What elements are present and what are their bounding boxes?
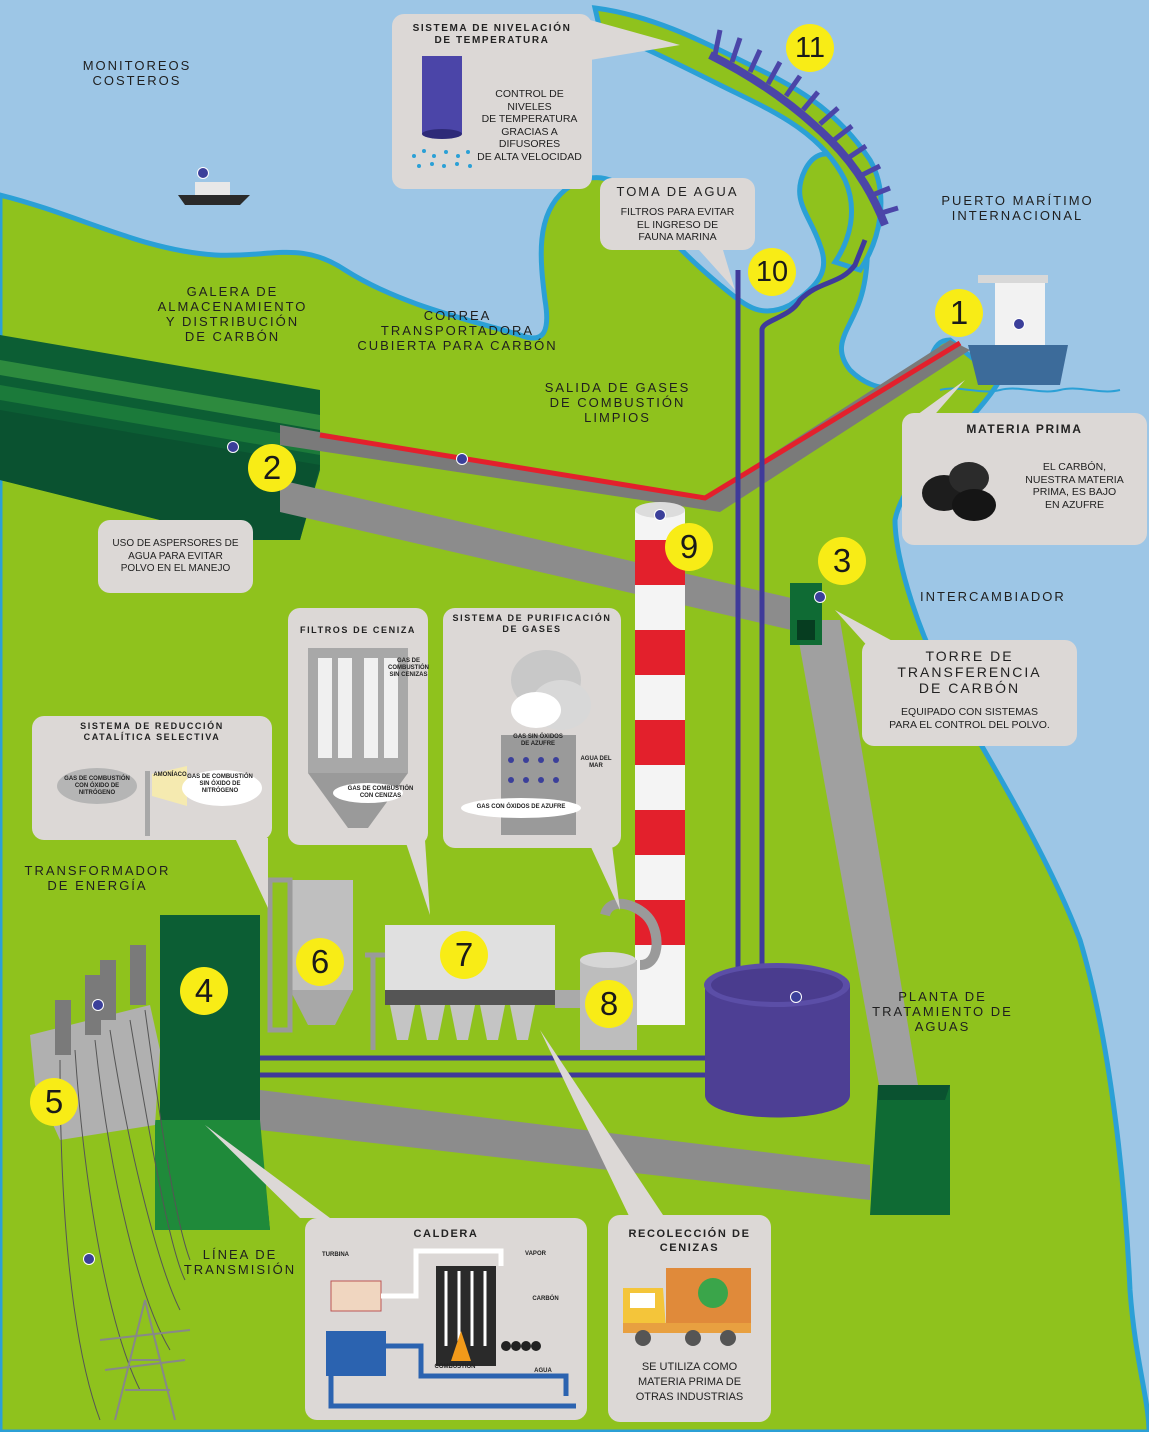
marker-correa (456, 453, 468, 465)
tower-shape (99, 1299, 191, 1421)
torre-title: TORRE DE TRANSFERENCIA DE CARBÓN (897, 648, 1042, 696)
torre-body: EQUIPADO CON SISTEMAS PARA EL CONTROL DE… (889, 706, 1050, 731)
marker-monitoreos (197, 167, 209, 179)
purificacion-label-c: GAS CON ÓXIDOS DE AZUFRE (476, 804, 566, 810)
boiler-building-shape (155, 915, 270, 1230)
step-5-badge: 5 (30, 1078, 78, 1126)
reduccion-label-c: GAS DE COMBUSTIÓN SIN ÓXIDO DE NITRÓGENO (187, 774, 253, 794)
step-1-badge: 1 (935, 289, 983, 337)
toma-body: FILTROS PARA EVITAR EL INGRESO DE FAUNA … (620, 206, 735, 243)
recoleccion-title: RECOLECCIÓN DE CENIZAS (628, 1228, 751, 1254)
caldera-turbina: TURBINA (322, 1252, 349, 1258)
label-salida: SALIDA DE GASES DE COMBUSTIÓN LIMPIOS (544, 380, 691, 425)
reduccion-title: SISTEMA DE REDUCCIÓN CATALÍTICA SELECTIV… (80, 721, 224, 742)
step-4-badge: 4 (180, 967, 228, 1015)
catalytic-reduction-icon (57, 766, 262, 836)
nivelacion-box: SISTEMA DE NIVELACIÓN DE TEMPERATURA CON… (392, 14, 592, 189)
caldera-carbon: CARBÓN (532, 1296, 559, 1302)
coal-icon (922, 462, 996, 521)
recoleccion-body: SE UTILIZA COMO MATERIA PRIMA DE OTRAS I… (635, 1361, 744, 1403)
step-7-badge: 7 (440, 931, 488, 979)
reduccion-label-a: GAS DE COMBUSTIÓN CON ÓXIDO DE NITRÓGENO (64, 776, 130, 796)
label-puerto: PUERTO MARÍTIMO INTERNACIONAL (941, 193, 1094, 223)
caldera-box: CALDERA TURBINA VAPOR CARBÓN COMBUSTIÓN … (305, 1218, 587, 1420)
boiler-icon (326, 1248, 576, 1409)
materia-title: MATERIA PRIMA (966, 422, 1083, 436)
step-2-badge: 2 (248, 444, 296, 492)
aspersores-box: USO DE ASPERSORES DE AGUA PARA EVITAR PO… (98, 520, 253, 593)
belt-bottom (260, 1090, 870, 1200)
nivelacion-body: CONTROL DE NIVELES DE TEMPERATURA GRACIA… (477, 88, 582, 163)
caldera-combustion: COMBUSTIÓN (434, 1364, 476, 1370)
ship-shape (939, 275, 1121, 393)
marker-galera (227, 441, 239, 453)
step-10-badge: 10 (748, 248, 796, 296)
marker-intercambiador (814, 591, 826, 603)
label-intercambiador: iNTERCAMBIADOR (920, 589, 1066, 604)
marker-puerto (1013, 318, 1025, 330)
purificacion-label-a: GAS SIN ÓXIDOS DE AZUFRE (513, 734, 563, 747)
diffuser-icon (412, 56, 472, 168)
label-transformador: TRANSFORMADOR DE ENERGÍA (24, 863, 171, 893)
marker-linea (83, 1253, 95, 1265)
step-8-badge: 8 (585, 980, 633, 1028)
water-tank-shape (704, 963, 850, 1118)
caldera-agua: AGUA (534, 1368, 552, 1374)
toma-title: TOMA DE AGUA (616, 184, 739, 199)
toma-box: TOMA DE AGUA FILTROS PARA EVITAR EL INGR… (600, 178, 755, 250)
step-9-badge: 9 (665, 523, 713, 571)
label-correa: CORREA TRANSPORTADORA CUBIERTA PARA CARB… (357, 308, 558, 353)
marker-transformador (92, 999, 104, 1011)
filtros-title: FILTROS DE CENIZA (299, 625, 417, 635)
label-linea: LÍNEA DE TRANSMISIÓN (183, 1247, 297, 1277)
reduccion-label-b: AMONÍACO (153, 772, 187, 778)
truck-icon (623, 1268, 751, 1346)
boat-shape (178, 182, 250, 205)
filtros-label-a: GAS DE COMBUSTIÓN SIN CENIZAS (388, 658, 429, 678)
label-galera: GALERA DE ALMACENAMIENTO Y DISTRIBUCIÓN … (157, 284, 308, 344)
filtros-box: FILTROS DE CENIZA GAS DE COMBUSTIÓN SIN … (288, 608, 429, 845)
storage-building-shape (870, 1085, 950, 1215)
label-monitoreos: MONITOREOS COSTEROS (82, 58, 192, 88)
step-6-badge: 6 (296, 938, 344, 986)
ash-filter-icon (308, 648, 408, 828)
materia-body: EL CARBÓN, NUESTRA MATERIA PRIMA, ES BAJ… (1025, 461, 1124, 511)
materia-box: MATERIA PRIMA EL CARBÓN, NUESTRA MATERIA… (902, 413, 1147, 545)
filtros-label-b: GAS DE COMBUSTIÓN CON CENIZAS (347, 786, 414, 799)
purificacion-title: SISTEMA DE PURIFICACIÓN DE GASES (452, 613, 612, 634)
marker-salida (654, 509, 666, 521)
gas-scrubber-icon (461, 650, 591, 835)
step-11-badge: 11 (786, 24, 834, 72)
marker-planta (790, 991, 802, 1003)
torre-box: TORRE DE TRANSFERENCIA DE CARBÓN EQUIPAD… (862, 640, 1077, 746)
caldera-vapor: VAPOR (525, 1251, 546, 1257)
aspersores-body: USO DE ASPERSORES DE AGUA PARA EVITAR PO… (112, 538, 239, 574)
conveyor-belt (280, 340, 970, 512)
purificacion-label-b: AGUA DEL MAR (580, 756, 612, 769)
reduccion-box: SISTEMA DE REDUCCIÓN CATALÍTICA SELECTIV… (32, 716, 272, 840)
step-3-badge: 3 (818, 537, 866, 585)
purificacion-box: SISTEMA DE PURIFICACIÓN DE GASES GAS SIN… (443, 608, 621, 848)
recoleccion-box: RECOLECCIÓN DE CENIZAS SE UTILIZA COMO M… (608, 1215, 771, 1422)
belt-tower-to-building (795, 620, 918, 1090)
label-planta: PLANTA DE TRATAMIENTO DE AGUAS (872, 989, 1013, 1034)
nivelacion-title: SISTEMA DE NIVELACIÓN DE TEMPERATURA (412, 23, 572, 46)
caldera-title: CALDERA (413, 1228, 479, 1240)
